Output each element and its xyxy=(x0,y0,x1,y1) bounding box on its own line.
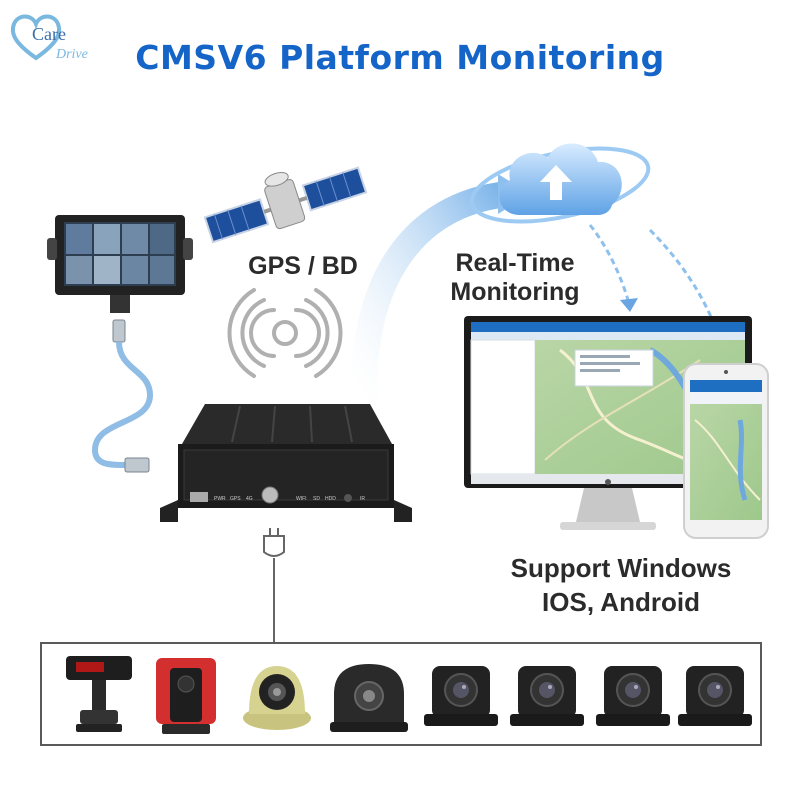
indicator-sd: SD xyxy=(313,496,320,502)
dvr-indicator-labels: PWR GPS 4G WIFI SD HDD IR xyxy=(214,496,365,502)
satellite-icon xyxy=(203,166,368,244)
page-title: CMSV6 Platform Monitoring xyxy=(135,38,665,77)
power-plug-icon xyxy=(263,528,285,644)
logo-text-drive: Drive xyxy=(55,47,88,62)
indicator-gps: GPS xyxy=(230,496,241,502)
support-line-2: IOS, Android xyxy=(542,587,700,617)
indicator-pwr: PWR xyxy=(214,496,226,502)
side-view-camera-icon xyxy=(326,644,412,744)
dome-camera-icon xyxy=(234,644,320,744)
mini-camera-icon xyxy=(590,644,676,744)
camera-strip xyxy=(40,642,762,746)
indicator-4g: 4G xyxy=(246,496,253,502)
heart-icon xyxy=(10,14,62,61)
platform-support-label: Support Windows IOS, Android xyxy=(490,551,752,619)
care-drive-logo: Care Drive xyxy=(6,6,106,66)
realtime-line-1: Real-Time xyxy=(455,249,575,277)
gps-bd-label: GPS / BD xyxy=(248,252,358,280)
indicator-hdd: HDD xyxy=(325,496,336,502)
desktop-monitor xyxy=(464,316,752,530)
wireless-signal-icon xyxy=(227,288,343,378)
realtime-monitoring-label: Real-Time Monitoring xyxy=(430,249,600,307)
support-line-1: Support Windows xyxy=(510,553,732,583)
video-cable xyxy=(91,319,154,473)
realtime-line-2: Monitoring xyxy=(450,278,580,306)
mini-camera-icon xyxy=(672,644,758,744)
mini-camera-icon xyxy=(504,644,590,744)
cloud-upload-icon xyxy=(469,143,651,224)
indicator-ir: IR xyxy=(360,496,365,502)
logo-text-care: Care xyxy=(32,24,66,44)
mini-camera-icon xyxy=(418,644,504,744)
car-monitor-screen xyxy=(47,215,193,313)
in-cab-monitor-camera-icon xyxy=(56,644,142,744)
smartphone xyxy=(683,363,769,539)
indicator-wifi: WIFI xyxy=(296,496,307,502)
adhesive-mount-camera-icon xyxy=(142,644,228,744)
mobile-dvr-device xyxy=(160,404,412,522)
